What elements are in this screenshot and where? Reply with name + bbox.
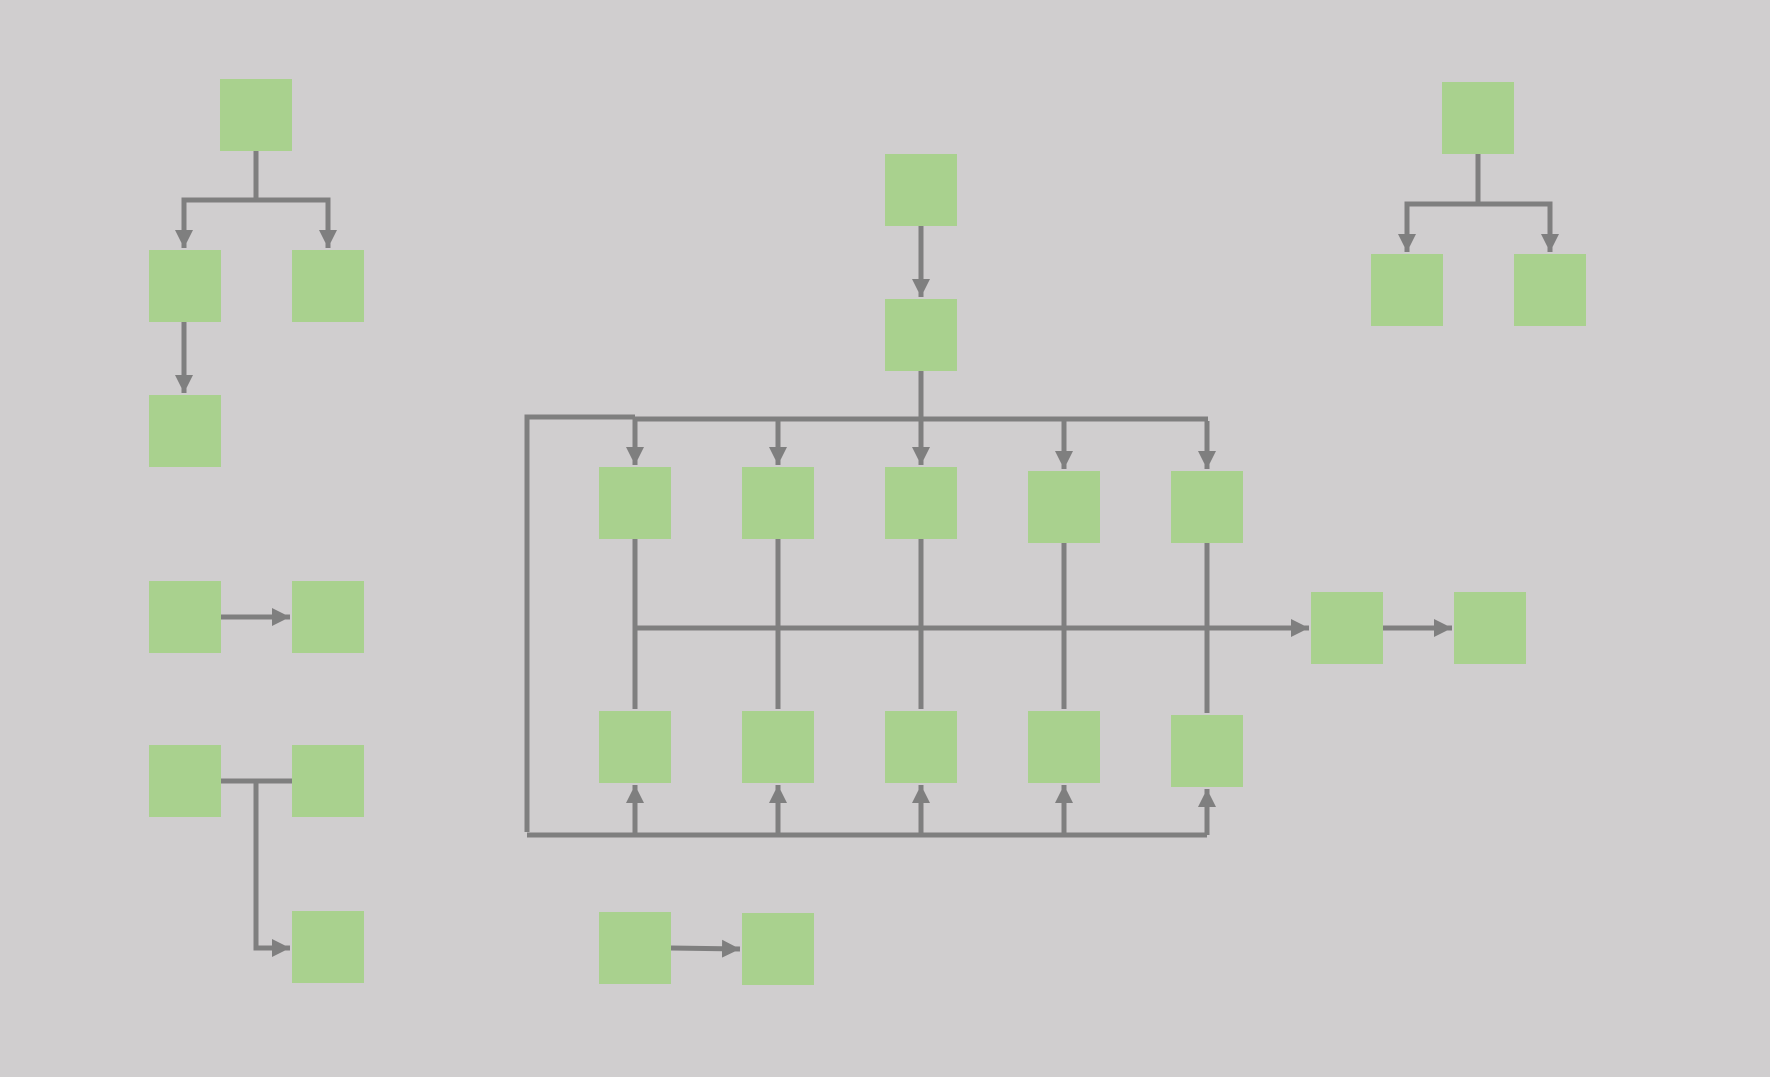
connector-33	[1478, 201, 1559, 252]
node-box-28[interactable]	[742, 913, 814, 985]
connector-3	[256, 197, 337, 248]
node-box-6[interactable]	[292, 581, 364, 653]
node-box-11[interactable]	[885, 299, 957, 371]
node-box-12[interactable]	[599, 467, 671, 539]
node-box-16[interactable]	[1171, 471, 1243, 543]
node-box-22[interactable]	[1311, 592, 1383, 664]
connector-7	[253, 781, 290, 957]
connector-32	[1398, 201, 1478, 252]
node-box-14[interactable]	[885, 467, 957, 539]
node-box-21[interactable]	[1171, 715, 1243, 787]
node-box-8[interactable]	[292, 745, 364, 817]
node-box-26[interactable]	[1514, 254, 1586, 326]
node-box-3[interactable]	[292, 250, 364, 322]
node-box-23[interactable]	[1454, 592, 1526, 664]
node-box-20[interactable]	[1028, 711, 1100, 783]
node-box-5[interactable]	[149, 581, 221, 653]
node-box-19[interactable]	[885, 711, 957, 783]
node-box-24[interactable]	[1442, 82, 1514, 154]
connector-2	[175, 197, 256, 248]
node-box-27[interactable]	[599, 912, 671, 984]
connector-34	[670, 939, 741, 958]
node-box-17[interactable]	[599, 711, 671, 783]
node-box-13[interactable]	[742, 467, 814, 539]
node-box-1[interactable]	[220, 79, 292, 151]
node-box-10[interactable]	[885, 154, 957, 226]
node-box-9[interactable]	[292, 911, 364, 983]
node-box-4[interactable]	[149, 395, 221, 467]
connector-16	[524, 414, 635, 832]
node-box-7[interactable]	[149, 745, 221, 817]
node-box-2[interactable]	[149, 250, 221, 322]
node-box-15[interactable]	[1028, 471, 1100, 543]
node-box-18[interactable]	[742, 711, 814, 783]
node-box-25[interactable]	[1371, 254, 1443, 326]
